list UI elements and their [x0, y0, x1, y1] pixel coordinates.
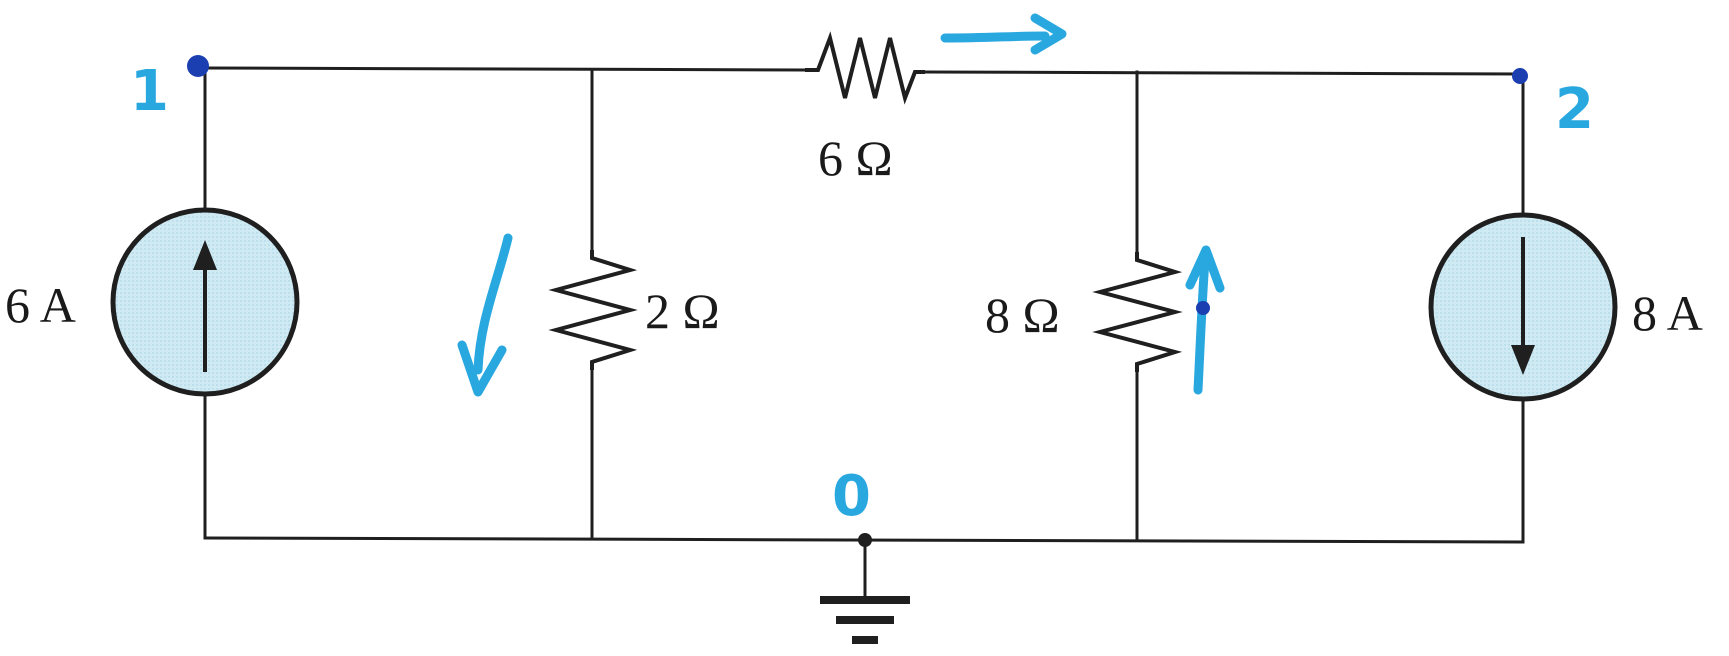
handwritten-annotations: 1 2 0: [130, 13, 1594, 529]
arrow-up-icon: [193, 240, 217, 270]
arrow-down-icon: [1511, 345, 1535, 375]
source-left-label: 6 A: [5, 277, 76, 333]
top-wire-right: [923, 70, 1525, 76]
resistor-2ohm: [548, 250, 638, 370]
node-2-label: 2: [1555, 77, 1594, 142]
current-source-right: [1428, 212, 1618, 402]
resistor-6ohm: [805, 31, 925, 105]
node-2-dot: [1512, 68, 1528, 84]
source-right-label: 8 A: [1632, 285, 1703, 341]
current-arrow-right-icon: [940, 13, 1067, 55]
current-arrow-down-icon: [457, 233, 513, 397]
current-source-left: [110, 207, 300, 397]
top-wire-left: [203, 66, 807, 72]
resistor-8ohm-label: 8 Ω: [985, 287, 1060, 343]
node-1-label: 1: [130, 59, 169, 124]
current-arrow-up-icon: [1185, 245, 1225, 395]
resistor-6ohm-label: 6 Ω: [818, 130, 893, 186]
resistor-2ohm-label: 2 Ω: [645, 283, 720, 339]
node-0-label: 0: [832, 464, 871, 529]
ground-symbol: [820, 533, 910, 644]
node-1-dot: [187, 55, 209, 77]
resistor-8ohm: [1092, 252, 1183, 372]
